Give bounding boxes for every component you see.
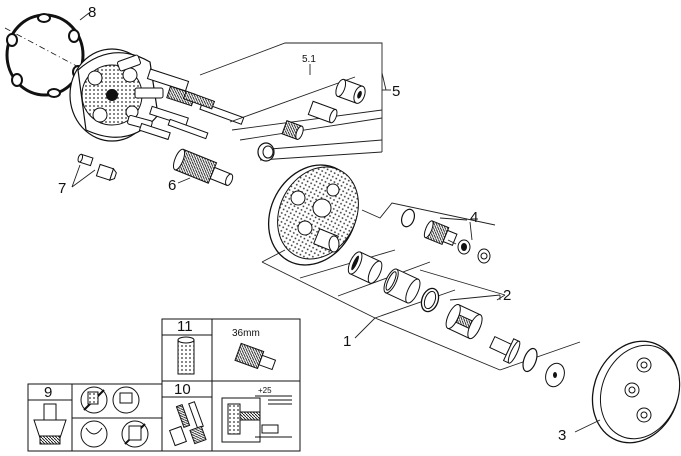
part-4-leader-lines bbox=[361, 202, 496, 226]
callout-4: 4 bbox=[470, 209, 478, 226]
callout-3: 3 bbox=[558, 427, 566, 444]
callout-2: 2 bbox=[503, 287, 511, 304]
panel-10-label: 10 bbox=[174, 381, 191, 398]
part-2-components bbox=[445, 304, 565, 388]
callout-1: 1 bbox=[343, 333, 351, 350]
part-2-leader-lines bbox=[419, 269, 506, 301]
part-3-faceplate bbox=[591, 340, 681, 444]
part-1-components bbox=[347, 251, 440, 313]
part-1-leader-lines bbox=[261, 249, 581, 371]
callout-8: 8 bbox=[88, 4, 96, 21]
panel-11-size-label: 36mm bbox=[232, 328, 260, 339]
callout-7: 7 bbox=[58, 180, 66, 197]
extension-stems bbox=[167, 90, 245, 140]
callout-5: 5 bbox=[392, 83, 400, 100]
panel-10-offset-label: +25 bbox=[258, 386, 272, 395]
panel-10 bbox=[161, 380, 301, 452]
mixer-body bbox=[69, 48, 196, 142]
callout-6: 6 bbox=[168, 177, 176, 194]
part-5-leader-lines bbox=[199, 42, 387, 161]
panel-9-label: 9 bbox=[44, 384, 52, 401]
callout-5-1: 5.1 bbox=[302, 54, 316, 65]
panel-9 bbox=[27, 383, 163, 452]
mounting-plate bbox=[267, 164, 359, 266]
part-7-fittings bbox=[77, 153, 117, 181]
part-5-components bbox=[257, 78, 366, 162]
part-6-cartridge bbox=[172, 148, 234, 186]
part-4-components bbox=[400, 208, 491, 264]
panel-11-label: 11 bbox=[177, 318, 193, 335]
panel-11 bbox=[161, 318, 301, 382]
